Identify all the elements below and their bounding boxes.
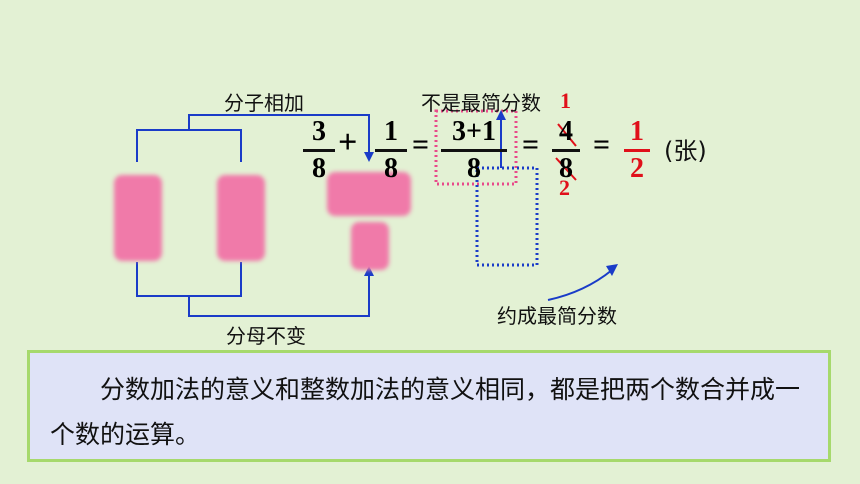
label-numerator-add: 分子相加 bbox=[224, 91, 304, 115]
dotted-blue-box bbox=[475, 166, 539, 267]
fraction-4-8: 4 8 bbox=[552, 117, 580, 184]
denominator: 8 bbox=[559, 153, 573, 184]
denominator: 8 bbox=[384, 153, 398, 184]
label-not-simplest: 不是最简分数 bbox=[421, 91, 541, 115]
reduce-arrow-curve bbox=[547, 269, 613, 301]
reduced-numerator: 1 bbox=[560, 88, 571, 113]
bottom-arrow-head bbox=[364, 266, 374, 276]
equals-sign-1: = bbox=[412, 128, 430, 161]
fraction-3-8: 3 8 bbox=[303, 117, 335, 184]
unit-label: (张) bbox=[664, 137, 707, 165]
numerator: 1 bbox=[384, 116, 398, 147]
not-simplest-arrow-head bbox=[496, 110, 506, 120]
denominator: 8 bbox=[312, 153, 326, 184]
denominator: 2 bbox=[630, 153, 644, 184]
numerator: 4 bbox=[559, 116, 573, 147]
summary-note: 分数加法的意义和整数加法的意义相同，都是把两个数合并成一个数的运算。 bbox=[27, 350, 831, 462]
top-bracket bbox=[136, 129, 242, 162]
strike-4 bbox=[557, 123, 577, 147]
reduce-arrow-head bbox=[606, 264, 618, 276]
equals-sign-2: = bbox=[522, 128, 540, 161]
fraction-bar bbox=[441, 149, 507, 152]
numerator: 3 bbox=[312, 116, 326, 147]
numerator: 3+1 bbox=[452, 116, 496, 147]
dotted-red-box bbox=[434, 109, 518, 186]
label-denominator-same: 分母不变 bbox=[226, 324, 306, 348]
equals-sign-3: = bbox=[593, 128, 611, 161]
fraction-result: 1 2 bbox=[624, 117, 650, 184]
fraction-sum: 3+1 8 bbox=[441, 117, 507, 184]
pink-block-right bbox=[217, 175, 265, 261]
fraction-bar bbox=[303, 149, 335, 152]
summary-text: 分数加法的意义和整数加法的意义相同，都是把两个数合并成一个数的运算。 bbox=[50, 375, 801, 449]
plus-sign: + bbox=[338, 124, 358, 161]
fraction-bar bbox=[552, 149, 580, 152]
pink-block-left bbox=[114, 175, 162, 261]
pink-block-bottom-merged bbox=[351, 222, 389, 270]
bottom-bracket bbox=[136, 262, 242, 297]
fraction-bar bbox=[624, 149, 650, 152]
reduced-denominator: 2 bbox=[559, 175, 570, 200]
pink-block-top-merged bbox=[327, 172, 411, 216]
top-arrow-line bbox=[188, 114, 370, 158]
bottom-arrow-line bbox=[188, 272, 370, 317]
denominator: 8 bbox=[467, 153, 481, 184]
fraction-1-8: 1 8 bbox=[375, 117, 407, 184]
fraction-bar bbox=[375, 149, 407, 152]
top-arrow-head bbox=[364, 152, 374, 162]
numerator: 1 bbox=[630, 116, 644, 147]
label-reduce: 约成最简分数 bbox=[497, 304, 617, 328]
strike-8 bbox=[555, 157, 577, 181]
